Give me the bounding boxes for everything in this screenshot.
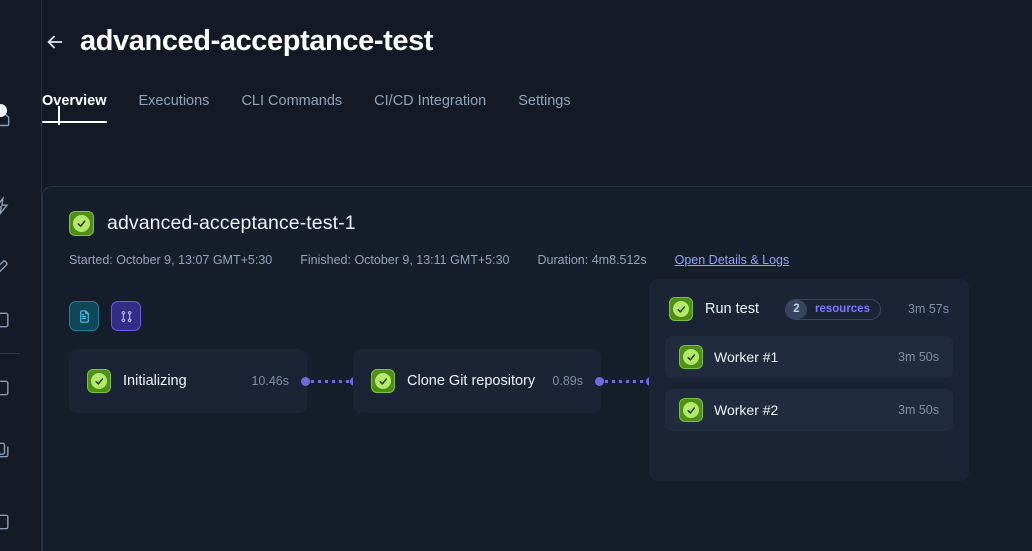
- execution-started: Started: October 9, 13:07 GMT+5:30: [69, 253, 273, 267]
- node-duration: 3m 50s: [898, 350, 939, 364]
- node-duration: 3m 50s: [898, 403, 939, 417]
- node-duration: 10.46s: [251, 374, 289, 388]
- connector-line: [311, 379, 349, 383]
- sidebar-rail-divider: [0, 353, 20, 354]
- execution-finished: Finished: October 9, 13:11 GMT+5:30: [300, 253, 510, 267]
- source-control-button[interactable]: [111, 301, 141, 331]
- tab-bar: Overview Executions CLI Commands CI/CD I…: [42, 87, 1032, 123]
- tab-overview[interactable]: Overview: [42, 93, 107, 124]
- execution-header: advanced-acceptance-test-1 Started: Octo…: [43, 187, 1032, 267]
- artifact-button-group: [69, 301, 141, 331]
- pipeline-node-worker-1[interactable]: Worker #1 3m 50s: [665, 336, 953, 378]
- status-success-icon: [69, 211, 94, 236]
- execution-meta-row: Started: October 9, 13:07 GMT+5:30 Finis…: [69, 253, 1006, 267]
- sidebar-rail-icon-box[interactable]: [0, 310, 12, 330]
- sidebar-rail-icon-home[interactable]: [0, 108, 12, 128]
- resources-count: 2: [786, 299, 807, 319]
- connector-line: [605, 379, 645, 383]
- page-header: advanced-acceptance-test Overview Execut…: [42, 0, 1032, 123]
- pipeline-connector: [595, 376, 655, 386]
- sidebar-rail-icon-copy[interactable]: [0, 440, 12, 460]
- sidebar-rail-icon-flash[interactable]: [0, 196, 12, 216]
- execution-duration: Duration: 4m8.512s: [537, 253, 647, 267]
- pipeline-group-run-test[interactable]: Run test 2 resources 3m 57s Worker #1 3m…: [649, 279, 969, 481]
- text-cursor: [58, 106, 60, 125]
- page-title: advanced-acceptance-test: [80, 25, 434, 57]
- resources-label: resources: [815, 303, 870, 315]
- status-success-icon: [679, 345, 703, 369]
- pipeline-node-clone-git-repository[interactable]: Clone Git repository 0.89s: [353, 349, 601, 413]
- node-label: Initializing: [123, 373, 187, 389]
- node-label: Clone Git repository: [407, 373, 536, 389]
- tab-executions[interactable]: Executions: [138, 92, 210, 109]
- pipeline-connector: [301, 376, 359, 386]
- execution-card: advanced-acceptance-test-1 Started: Octo…: [42, 186, 1032, 551]
- sidebar-rail-indicator-dot: [0, 104, 7, 117]
- tab-cicd-integration[interactable]: CI/CD Integration: [374, 92, 487, 109]
- git-branch-icon: [121, 310, 131, 322]
- file-document-icon: [79, 309, 89, 323]
- back-button[interactable]: [42, 29, 68, 55]
- status-success-icon: [87, 369, 111, 393]
- sidebar-rail-icon-archive[interactable]: [0, 512, 12, 532]
- tab-settings[interactable]: Settings: [518, 92, 571, 109]
- status-success-icon: [371, 369, 395, 393]
- node-label: Worker #1: [714, 349, 779, 365]
- connector-endpoint: [301, 376, 310, 386]
- connector-endpoint: [595, 376, 604, 386]
- open-details-and-logs-link[interactable]: Open Details & Logs: [674, 253, 790, 267]
- execution-name: advanced-acceptance-test-1: [107, 212, 356, 234]
- artifacts-button[interactable]: [69, 301, 99, 331]
- sidebar-rail-icon-rocket[interactable]: [0, 256, 12, 276]
- pipeline-node-initializing[interactable]: Initializing 10.46s: [69, 349, 307, 413]
- left-sidebar-rail: [0, 0, 42, 551]
- status-success-icon: [679, 398, 703, 422]
- title-row: advanced-acceptance-test: [42, 0, 1032, 56]
- group-header: Run test 2 resources 3m 57s: [665, 293, 953, 325]
- group-duration: 3m 57s: [908, 302, 949, 316]
- status-success-icon: [669, 297, 693, 321]
- tab-cli-commands[interactable]: CLI Commands: [241, 92, 343, 109]
- pipeline-graph: Initializing 10.46s Clone Git repository…: [43, 279, 1032, 533]
- arrow-left-icon: [47, 35, 63, 48]
- group-label: Run test: [705, 301, 759, 317]
- resources-badge[interactable]: 2 resources: [785, 298, 881, 320]
- execution-title-row: advanced-acceptance-test-1: [69, 211, 1006, 236]
- sidebar-rail-icon-list[interactable]: [0, 378, 12, 398]
- node-duration: 0.89s: [552, 374, 583, 388]
- node-label: Worker #2: [714, 402, 779, 418]
- pipeline-node-worker-2[interactable]: Worker #2 3m 50s: [665, 389, 953, 431]
